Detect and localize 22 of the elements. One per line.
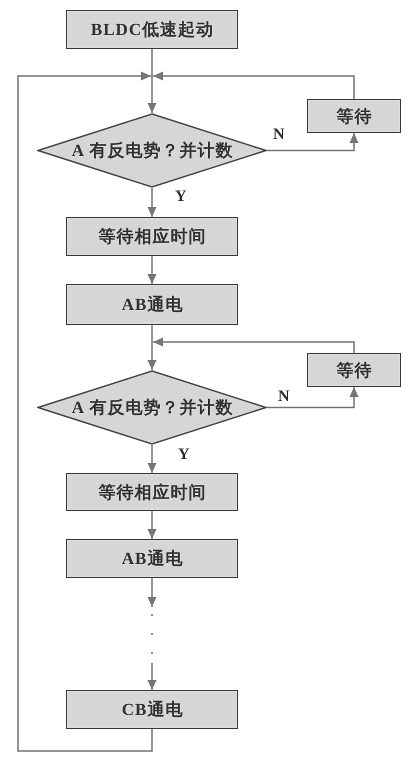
arrow [148,188,156,217]
arrow [17,72,153,752]
arrow [148,256,156,284]
decision-diamond: A 有反电势？并计数 [37,113,267,188]
process-box: AB通电 [66,539,238,578]
arrow [267,133,358,152]
process-box: 等待相应时间 [66,473,238,511]
arrow [148,445,156,473]
arrow [153,72,355,99]
arrow [148,511,156,539]
process-box: CB通电 [66,690,238,729]
process-box: BLDC低速起动 [66,10,238,49]
arrow [148,578,156,690]
arrow [148,342,156,370]
decision-diamond: A 有反电势？并计数 [37,370,267,445]
process-box: 等待相应时间 [66,217,238,256]
process-box: 等待 [307,353,401,387]
arrow [267,387,358,408]
arrow [153,338,355,353]
process-box: 等待 [307,99,401,133]
process-box: AB通电 [66,284,238,325]
arrow [148,76,156,113]
